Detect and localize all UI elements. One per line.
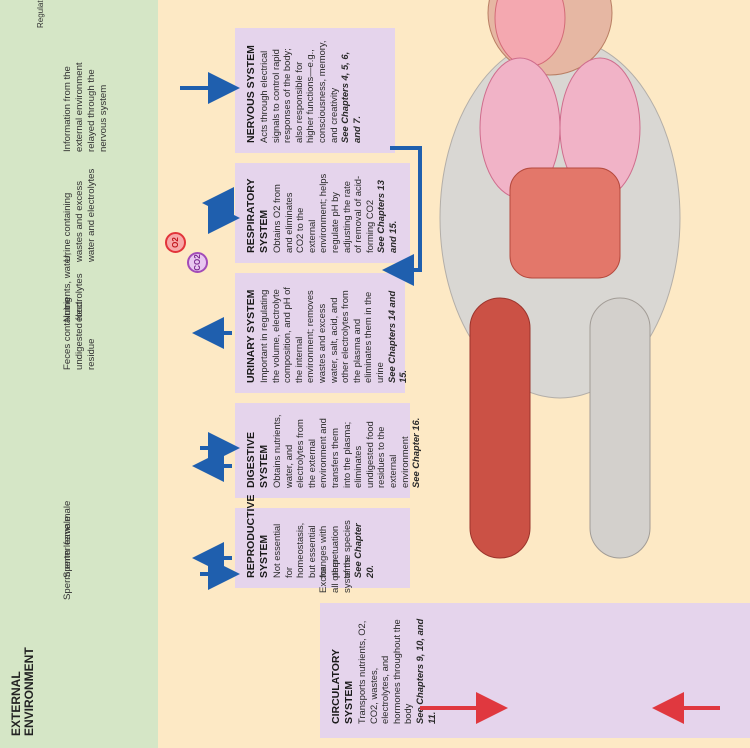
digestive-system-body: Obtains nutrients, water, and electrolyt…: [271, 413, 410, 488]
circulatory-system-body: Transports nutrients, O2, CO2, wastes, e…: [356, 617, 414, 724]
reproductive-system-see: See Chapter 20.: [352, 518, 375, 578]
respiratory-system-title: RESPIRATORY SYSTEM: [245, 173, 271, 253]
nervous-system-see: See Chapters 4, 5, 6, and 7.: [339, 38, 362, 143]
urinary-system-box: URINARY SYSTEM Important in regulating t…: [235, 273, 405, 393]
nervous-system-body: Acts through electrical signals to contr…: [258, 38, 339, 143]
urinary-system-title: URINARY SYSTEM: [245, 283, 258, 383]
intestines-shape: [510, 168, 620, 278]
urinary-system-body: Important in regulating the volume, elec…: [258, 283, 386, 383]
nervous-system-title: NERVOUS SYSTEM: [245, 38, 258, 143]
exchange-note: Exchanges with all other systems: [318, 523, 354, 593]
leg-right: [590, 298, 650, 558]
circulatory-system-title: CIRCULATORY SYSTEM: [330, 617, 356, 724]
o2-bubble: O2: [165, 232, 186, 253]
co2-label: CO2: [193, 254, 202, 270]
external-environment-title: EXTERNAL ENVIRONMENT: [10, 616, 36, 736]
respiratory-system-body: Obtains O2 from and eliminates CO2 to th…: [271, 173, 375, 253]
nervous-system-box: NERVOUS SYSTEM Acts through electrical s…: [235, 28, 395, 153]
co2-bubble: CO2: [187, 252, 208, 273]
respiratory-system-see: See Chapters 13 and 15.: [375, 173, 398, 253]
feces-label: Feces containing undigested food residue: [62, 274, 98, 370]
circulatory-system-box: CIRCULATORY SYSTEM Transports nutrients,…: [320, 603, 750, 738]
human-body-illustration: [400, 0, 745, 578]
digestive-system-title: DIGESTIVE SYSTEM: [245, 413, 271, 488]
respiratory-system-box: RESPIRATORY SYSTEM Obtains O2 from and e…: [235, 163, 410, 263]
nervous-info-label: Information from the external environmen…: [62, 57, 110, 152]
o2-label: O2: [171, 237, 180, 248]
sperm-enter-label: Sperm enter female: [62, 502, 74, 600]
circulatory-system-see: See Chapters 9, 10, and 11.: [414, 617, 437, 724]
reproductive-system-title: REPRODUCTIVE SYSTEM: [245, 518, 271, 578]
digestive-system-box: DIGESTIVE SYSTEM Obtains nutrients, wate…: [235, 403, 410, 498]
regulate-fragment: Regulate: [36, 0, 45, 28]
leg-left: [470, 298, 530, 558]
